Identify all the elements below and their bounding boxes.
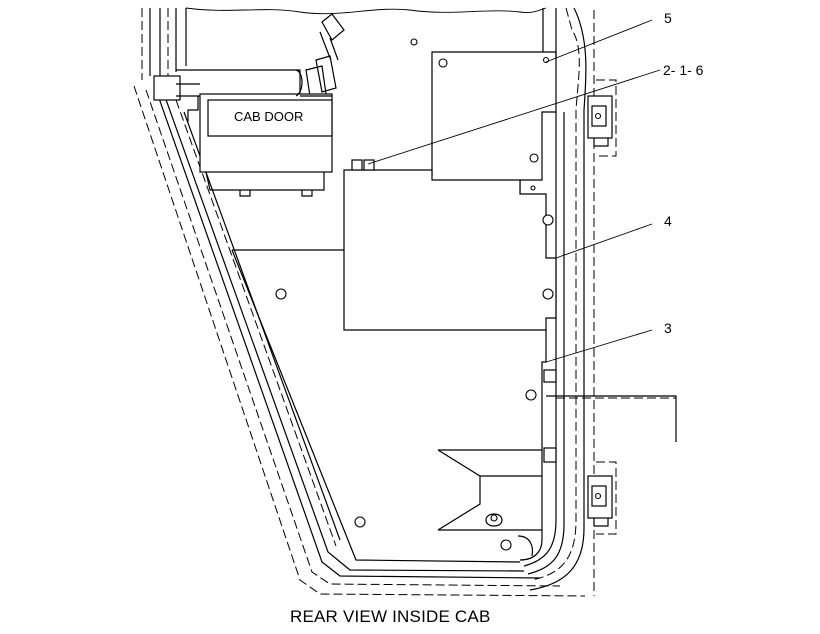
torn-top-edge [185,7,547,15]
callout-4: 4 [664,213,672,229]
callout-2-1-6: 2- 1- 6 [663,62,704,78]
cab-door-label: CAB DOOR [234,109,303,124]
lower-latch-bracket [587,461,617,535]
upper-panel-item-5 [431,51,557,194]
figure-caption: REAR VIEW INSIDE CAB [290,607,490,626]
callout-5: 5 [664,10,672,26]
leader-5 [545,19,653,63]
leader-2-1-6 [367,69,661,165]
leader-4 [555,223,653,259]
leader-3 [545,329,653,363]
cab-door-assembly [153,69,333,197]
control-lever [305,13,418,97]
left-frame-rails [141,8,187,80]
leader-lines [367,19,661,363]
lower-panel-item-3 [354,330,677,561]
left-frame-slant [133,83,586,597]
main-panel-item-4 [232,159,557,331]
upper-latch-bracket [587,79,617,157]
callout-3: 3 [664,320,672,336]
